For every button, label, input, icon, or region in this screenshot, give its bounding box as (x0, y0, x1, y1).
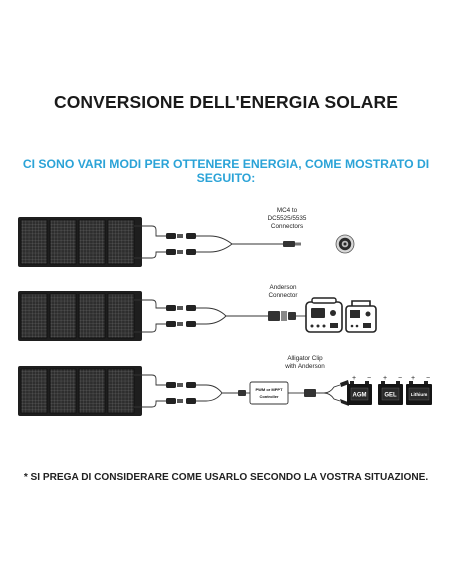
svg-text:+: + (411, 375, 415, 382)
charge-controller: PWM or MPPT Controller (249, 381, 289, 405)
page-subtitle: CI SONO VARI MODI PER OTTENERE ENERGIA, … (22, 157, 430, 185)
inline-plug-row-3 (238, 390, 246, 396)
power-station-large (305, 297, 343, 333)
svg-text:+: + (383, 375, 387, 382)
battery-agm: + − AGM (347, 375, 372, 405)
cable-row-3 (196, 384, 341, 402)
svg-text:PWM or MPPT: PWM or MPPT (255, 387, 283, 392)
svg-text:Controller: Controller (259, 394, 279, 399)
svg-text:−: − (398, 375, 402, 382)
connector-label-row-1: MC4 to DC5525/5535 Connectors (268, 207, 307, 230)
usage-note: * SI PREGA DI CONSIDERARE COME USARLO SE… (23, 472, 429, 483)
battery-gel: + − GEL (378, 375, 403, 405)
svg-text:MC4 to: MC4 to (277, 207, 298, 214)
svg-text:Connector: Connector (268, 292, 297, 299)
panel-cable-row-3 (134, 374, 166, 408)
svg-text:Anderson: Anderson (270, 284, 297, 291)
panel-cable-row-2 (134, 299, 166, 333)
svg-text:DC5525/5535: DC5525/5535 (268, 215, 307, 222)
battery-lithium: + − Lithium (406, 375, 432, 405)
svg-text:Lithium: Lithium (411, 392, 428, 397)
panel-cable-row-1 (134, 225, 166, 259)
solar-panel-row-3 (18, 366, 142, 416)
solar-panel-row-2 (18, 291, 142, 341)
connector-label-row-3: Alligator Clip with Anderson (284, 355, 325, 370)
alligator-clips (340, 380, 349, 406)
mc4-connectors-row-3 (166, 382, 196, 404)
svg-text:−: − (426, 375, 430, 382)
svg-text:AGM: AGM (353, 393, 367, 399)
svg-text:+: + (352, 375, 356, 382)
page-title: CONVERSIONE DELL'ENERGIA SOLARE (53, 92, 398, 112)
anderson-connector (268, 311, 296, 321)
dc-barrel-connector (335, 234, 355, 254)
anderson-connector-row-3 (304, 389, 316, 397)
power-station-small (345, 300, 377, 333)
svg-text:Connectors: Connectors (271, 223, 303, 230)
svg-text:−: − (367, 375, 371, 382)
svg-text:GEL: GEL (384, 393, 397, 399)
mc4-connectors-row-2 (166, 305, 196, 327)
dc-plug (283, 241, 301, 247)
solar-panel-row-1 (18, 217, 142, 267)
cable-row-2 (196, 307, 306, 325)
svg-text:Alligator Clip: Alligator Clip (287, 355, 323, 362)
cable-row-1 (196, 235, 283, 253)
connector-label-row-2: Anderson Connector (268, 284, 297, 299)
svg-text:with Anderson: with Anderson (284, 363, 325, 370)
mc4-connectors-row-1 (166, 233, 196, 255)
